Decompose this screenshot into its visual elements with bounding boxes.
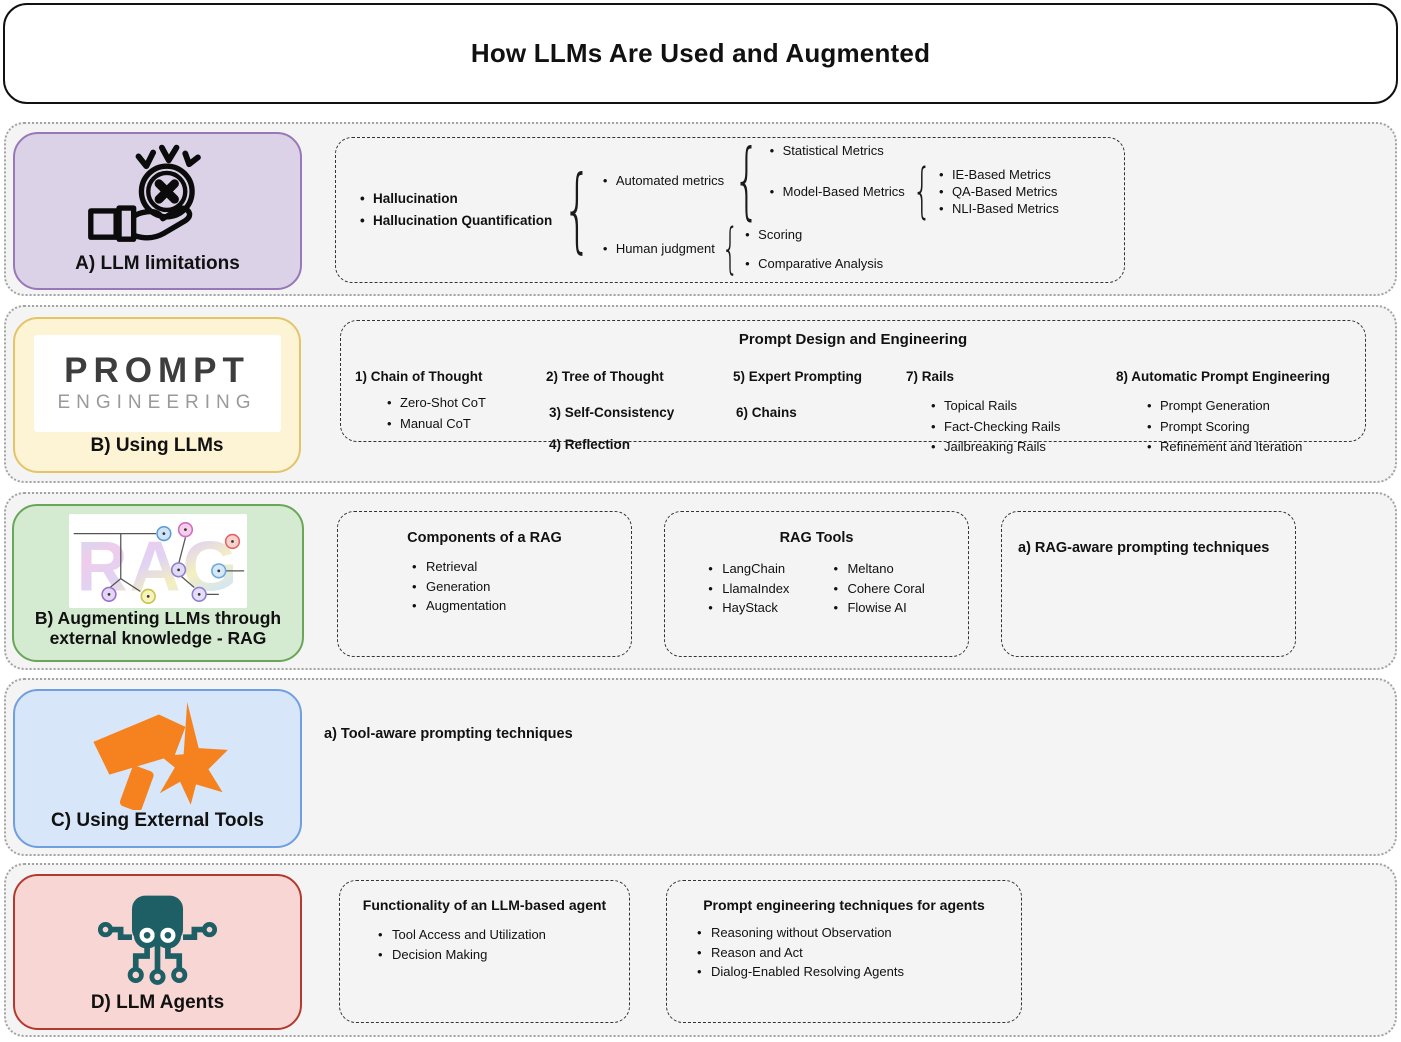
ape-bullets: Prompt Generation Prompt Scoring Refinem… — [1147, 397, 1302, 459]
section-row-external-tools: C) Using External Tools a) Tool-aware pr… — [4, 678, 1397, 856]
react-item: Reason and Act — [697, 943, 1021, 963]
rag-tools-col2: Meltano Cohere Coral Flowise AI — [833, 559, 924, 618]
agent-prompting-box: Prompt engineering techniques for agents… — [666, 880, 1022, 1023]
llm-agents-label: D) LLM Agents — [90, 992, 225, 1013]
hallucination-item: Hallucination — [360, 188, 552, 211]
llm-limitations-label: A) LLM limitations — [75, 253, 240, 274]
agent-functionality-title: Functionality of an LLM-based agent — [362, 897, 607, 913]
scoring-item: Scoring — [745, 227, 883, 242]
model-based-metrics-label: Model-Based Metrics — [770, 184, 905, 199]
automatic-prompt-engineering-item: 8) Automatic Prompt Engineering — [1116, 369, 1331, 384]
flowise-ai-item: Flowise AI — [833, 598, 924, 618]
figure-title: How LLMs Are Used and Augmented — [470, 38, 931, 68]
section-row-llm-agents: D) LLM Agents Functionality of an LLM-ba… — [4, 863, 1397, 1037]
augmentation-item: Augmentation — [412, 596, 631, 616]
agent-functionality-list: Tool Access and Utilization Decision Mak… — [378, 925, 629, 964]
using-llms-card: PROMPT ENGINEERING B) Using LLMs — [13, 317, 301, 473]
alert-cross-in-hand-icon — [87, 144, 201, 242]
rag-aware-title: a) RAG-aware prompting techniques — [1018, 540, 1270, 556]
hammer-spark-icon — [92, 702, 228, 810]
agent-functionality-box: Functionality of an LLM-based agent Tool… — [339, 880, 630, 1023]
section-row-llm-limitations: A) LLM limitations Hallucination Halluci… — [4, 122, 1397, 296]
rag-label-line1: B) Augmenting LLMs through — [34, 607, 282, 628]
tool-access-item: Tool Access and Utilization — [378, 925, 629, 945]
rag-components-box: Components of a RAG Retrieval Generation… — [337, 511, 632, 657]
zero-shot-cot-item: Zero-Shot CoT — [387, 394, 486, 412]
ie-based-item: IE-Based Metrics — [939, 166, 1059, 183]
automated-metrics-label: Automated metrics — [603, 173, 724, 188]
rag-tools-title: RAG Tools — [779, 530, 854, 546]
hallucination-metrics-box: Hallucination Hallucination Quantificati… — [335, 137, 1125, 283]
llamaindex-item: LlamaIndex — [708, 579, 789, 599]
fact-checking-rails-item: Fact-Checking Rails — [931, 418, 1060, 436]
rewoo-item: Reasoning without Observation — [697, 923, 1021, 943]
robot-octopus-icon — [97, 895, 218, 985]
llm-limitations-card: A) LLM limitations — [13, 132, 302, 290]
meltano-item: Meltano — [833, 559, 924, 579]
hallucination-quantification-item: Hallucination Quantification — [360, 210, 552, 233]
figure-title-box: How LLMs Are Used and Augmented — [3, 3, 1398, 104]
prompt-scoring-item: Prompt Scoring — [1147, 418, 1302, 436]
brace-automated: { — [733, 131, 761, 230]
prompt-generation-item: Prompt Generation — [1147, 397, 1302, 415]
langchain-item: LangChain — [708, 559, 789, 579]
human-judgment-label: Human judgment — [603, 241, 715, 256]
rag-card-label: B) Augmenting LLMs through external know… — [35, 608, 281, 649]
tree-of-thought-item: 2) Tree of Thought — [546, 369, 664, 384]
section-row-rag: RAG — [4, 492, 1397, 670]
expert-prompting-item: 5) Expert Prompting — [733, 369, 863, 384]
rag-tools-col1: LangChain LlamaIndex HayStack — [708, 559, 789, 618]
rag-components-list: Retrieval Generation Augmentation — [412, 557, 631, 616]
engineering-logo-word: ENGINEERING — [57, 392, 257, 414]
haystack-item: HayStack — [708, 598, 789, 618]
agent-prompting-title: Prompt engineering techniques for agents — [703, 897, 985, 913]
rag-tools-box: RAG Tools LangChain LlamaIndex HayStack … — [664, 511, 969, 657]
manual-cot-item: Manual CoT — [387, 415, 486, 433]
tool-aware-note: a) Tool-aware prompting techniques — [324, 726, 573, 742]
brace-human: { — [721, 216, 739, 280]
comparative-analysis-item: Comparative Analysis — [745, 256, 883, 271]
brace-model-based: { — [912, 155, 932, 226]
rag-label-line2: external knowledge - RAG — [49, 628, 267, 649]
statistical-metrics-item: Statistical Metrics — [770, 143, 1059, 158]
prompt-engineering-logo: PROMPT ENGINEERING — [33, 335, 281, 432]
external-tools-card: C) Using External Tools — [13, 689, 302, 848]
chain-of-thought-item: 1) Chain of Thought — [355, 369, 483, 384]
cohere-coral-item: Cohere Coral — [833, 579, 924, 599]
dera-item: Dialog-Enabled Resolving Agents — [697, 962, 1021, 982]
rag-logo: RAG — [69, 514, 247, 608]
rag-aware-box: a) RAG-aware prompting techniques — [1001, 511, 1296, 657]
agent-prompting-list: Reasoning without Observation Reason and… — [697, 923, 1021, 982]
jailbreaking-rails-item: Jailbreaking Rails — [931, 438, 1060, 456]
qa-based-item: QA-Based Metrics — [939, 183, 1059, 200]
section-row-using-llms: PROMPT ENGINEERING B) Using LLMs Prompt … — [4, 305, 1397, 483]
generation-item: Generation — [412, 577, 631, 597]
nli-based-item: NLI-Based Metrics — [939, 200, 1059, 217]
rag-card: RAG — [12, 504, 304, 662]
prompt-design-title: Prompt Design and Engineering — [738, 331, 968, 348]
rag-components-title: Components of a RAG — [407, 530, 562, 546]
rails-item: 7) Rails — [906, 369, 955, 384]
llm-agents-card: D) LLM Agents — [13, 874, 302, 1030]
topical-rails-item: Topical Rails — [931, 397, 1060, 415]
chain-of-thought-bullets: Zero-Shot CoT Manual CoT — [387, 394, 486, 435]
external-tools-label: C) Using External Tools — [51, 810, 264, 831]
decision-making-item: Decision Making — [378, 945, 629, 965]
prompt-design-box: Prompt Design and Engineering 1) Chain o… — [340, 320, 1366, 455]
retrieval-item: Retrieval — [412, 557, 631, 577]
using-llms-label: B) Using LLMs — [90, 435, 224, 456]
prompt-logo-word: PROMPT — [64, 350, 250, 390]
chains-item: 6) Chains — [736, 405, 797, 420]
reflection-item: 4) Reflection — [549, 437, 631, 452]
self-consistency-item: 3) Self-Consistency — [549, 405, 675, 420]
refinement-iteration-item: Refinement and Iteration — [1147, 438, 1302, 456]
rails-bullets: Topical Rails Fact-Checking Rails Jailbr… — [931, 397, 1060, 459]
brace-root: { — [562, 155, 593, 263]
